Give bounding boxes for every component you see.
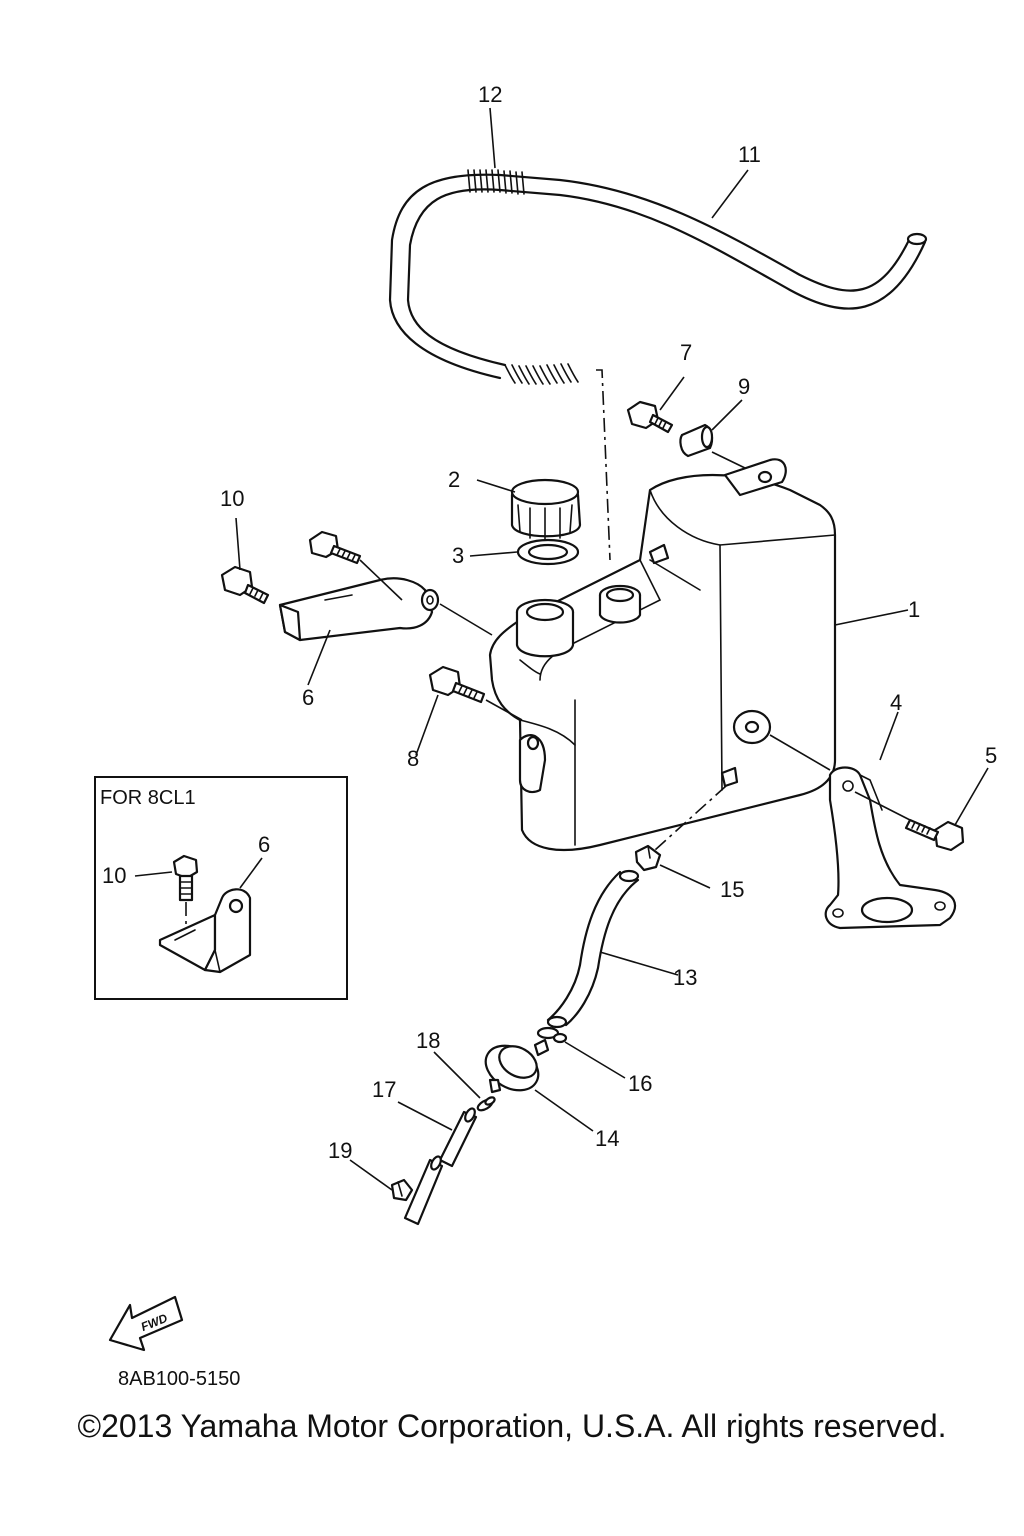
callout-12: 12 (478, 82, 502, 107)
callout-7: 7 (680, 340, 692, 365)
clip-18 (476, 1096, 496, 1112)
hose-spring-top (467, 169, 525, 195)
copyright-notice: ©2013 Yamaha Motor Corporation, U.S.A. A… (77, 1408, 947, 1444)
tank-cap (510, 478, 582, 541)
callout-15: 15 (720, 877, 744, 902)
hose-to-tank-line (596, 369, 611, 561)
callout-3: 3 (452, 543, 464, 568)
clamp-19 (390, 1178, 414, 1202)
inset-bolt (172, 854, 199, 880)
bracket-4 (824, 766, 957, 930)
bolt-8 (428, 665, 486, 704)
forward-arrow-icon: FWD (108, 1295, 184, 1352)
callout-9: 9 (738, 374, 750, 399)
inset-callout-6: 6 (258, 832, 270, 857)
inset-callout-10: 10 (102, 863, 126, 888)
inset-title: FOR 8CL1 (100, 787, 196, 809)
callout-8: 8 (407, 746, 419, 771)
bolt-6a (308, 530, 362, 565)
hose-spring-bottom (504, 363, 579, 385)
gasket (516, 538, 580, 566)
callout-18: 18 (416, 1028, 440, 1053)
filter-14 (484, 1038, 550, 1094)
callout-2: 2 (448, 467, 460, 492)
bolt-7 (626, 400, 674, 434)
breather-hose (388, 173, 928, 380)
short-hose-17 (403, 1107, 478, 1226)
callout-10: 10 (220, 486, 244, 511)
bolt-10 (220, 565, 270, 605)
callout-17: 17 (372, 1077, 396, 1102)
clamp-15 (634, 844, 662, 872)
diagram-code: 8AB100-5150 (118, 1368, 240, 1390)
callout-11: 11 (738, 142, 761, 167)
leader-lines (235, 107, 989, 1191)
callout-14: 14 (595, 1126, 619, 1151)
callout-5: 5 (985, 743, 997, 768)
oil-tank (488, 458, 837, 852)
inset-8cl1: FOR 8CL1 10 6 (94, 776, 348, 1000)
callout-4: 4 (890, 690, 902, 715)
callout-13: 13 (673, 965, 697, 990)
bolt-5 (904, 818, 965, 852)
callout-6: 6 (302, 685, 314, 710)
callout-19: 19 (328, 1138, 352, 1163)
collar-9 (679, 423, 714, 458)
callout-1: 1 (908, 597, 920, 622)
callout-16: 16 (628, 1071, 652, 1096)
outlet-to-hose-line (654, 785, 727, 851)
clip-16 (536, 1026, 568, 1044)
oil-hose-13 (546, 869, 640, 1029)
callout-numbers: 1 2 3 4 5 6 7 8 9 10 11 12 13 14 15 16 1… (220, 82, 997, 1163)
bracket-6 (278, 577, 440, 642)
